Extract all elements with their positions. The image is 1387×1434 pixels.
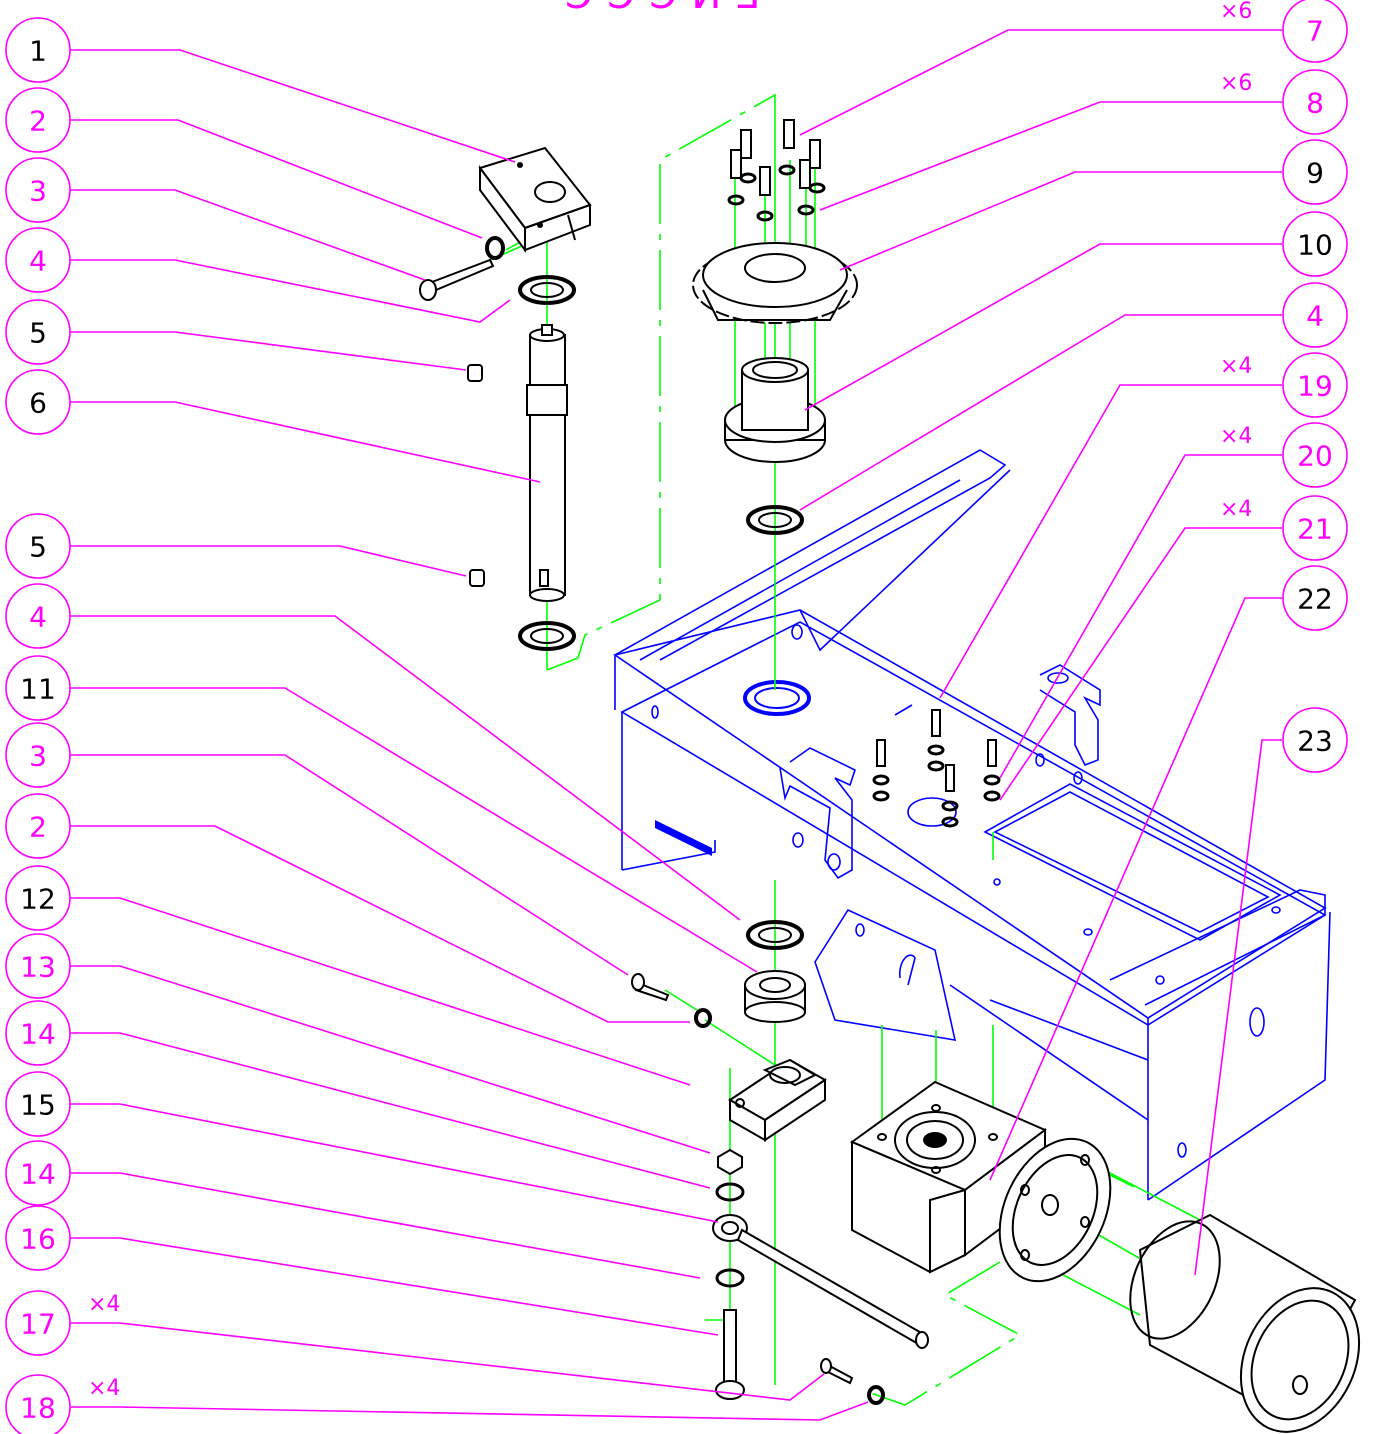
balloon-number: 21 — [1297, 513, 1333, 546]
quantity-label: ×4 — [1220, 424, 1252, 449]
balloon-number: 14 — [20, 1158, 56, 1191]
item-balloon-8: 8 ×6 — [1220, 69, 1348, 135]
balloon-number: 15 — [20, 1089, 56, 1122]
part-5-key-upper — [467, 364, 483, 382]
item-balloon-13: 13 — [5, 933, 71, 999]
item-balloon-19: 19 ×4 — [1220, 352, 1348, 418]
item-balloon-14: 14 — [5, 1140, 71, 1206]
part-7-cap-screws — [730, 119, 821, 196]
balloon-number: 4 — [29, 601, 47, 634]
part-17-screw — [820, 1358, 854, 1385]
item-balloon-5: 5 — [5, 513, 71, 579]
item-balloon-18: 18 ×4 — [5, 1374, 120, 1434]
balloon-number: 4 — [29, 245, 47, 278]
item-balloon-4: 4 — [1282, 282, 1348, 348]
part-3-screw — [419, 258, 495, 301]
balloon-number: 3 — [29, 740, 47, 773]
quantity-label: ×6 — [1220, 0, 1252, 24]
item-balloon-22: 22 — [1282, 565, 1348, 631]
part-14-washer-lower — [715, 1268, 745, 1288]
balloon-number: 11 — [20, 673, 56, 706]
balloon-number: 4 — [1306, 300, 1324, 333]
quantity-label: ×4 — [88, 1376, 120, 1401]
quantity-label: ×6 — [1220, 71, 1252, 96]
balloon-number: 23 — [1297, 725, 1333, 758]
part-4-washer-upper — [518, 275, 576, 305]
balloon-number: 6 — [29, 387, 47, 420]
balloon-number: 5 — [29, 317, 47, 350]
part-18-washer — [867, 1385, 885, 1405]
balloon-number: 13 — [20, 951, 56, 984]
item-balloon-6: 6 — [5, 369, 71, 435]
balloon-number: 16 — [20, 1223, 56, 1256]
part-19-21-fasteners — [872, 709, 1001, 828]
part-16-bolt — [715, 1309, 745, 1400]
balloon-number: 19 — [1297, 370, 1333, 403]
right-balloon-column: 7 ×6 8 ×6 9 10 4 19 ×4 20 ×4 21 ×4 22 23 — [1220, 0, 1348, 773]
balloon-number: 7 — [1306, 15, 1324, 48]
part-10-hub — [724, 357, 826, 463]
balloon-number: 9 — [1306, 157, 1324, 190]
drawing-title: ƆƆƆИƎ — [565, 0, 775, 18]
item-balloon-2: 2 — [5, 793, 71, 859]
item-balloon-7: 7 ×6 — [1220, 0, 1348, 63]
quantity-label: ×4 — [88, 1292, 120, 1317]
part-4-washer-hub — [746, 505, 804, 535]
balloon-number: 3 — [29, 175, 47, 208]
balloon-number: 14 — [20, 1018, 56, 1051]
balloon-number: 2 — [29, 105, 47, 138]
balloon-number: 22 — [1297, 583, 1333, 616]
item-balloon-10: 10 — [1282, 211, 1348, 277]
part-2-washer-lower — [694, 1008, 712, 1028]
balloon-number: 8 — [1306, 87, 1324, 120]
item-balloon-4: 4 — [5, 583, 71, 649]
part-6-shaft — [526, 324, 568, 602]
item-balloon-3: 3 — [5, 157, 71, 223]
quantity-label: ×4 — [1220, 354, 1252, 379]
part-23-motor — [1129, 1213, 1361, 1433]
part-9-sprocket — [692, 242, 858, 324]
part-8-lock-washers — [727, 164, 826, 222]
part-14-washer-upper — [715, 1182, 745, 1202]
item-balloon-23: 23 — [1282, 707, 1348, 773]
quantity-label: ×4 — [1220, 497, 1252, 522]
item-balloon-15: 15 — [5, 1071, 71, 1137]
balloon-number: 10 — [1297, 229, 1333, 262]
leader-lines — [70, 29, 1282, 1421]
part-4-washer-bottom — [746, 920, 804, 950]
part-1-upper-clamp — [478, 146, 592, 253]
part-11-bushing — [744, 970, 806, 1023]
item-balloon-4: 4 — [5, 227, 71, 293]
part-15-rod-end — [712, 1214, 929, 1349]
part-2-washer — [485, 236, 505, 260]
item-balloon-11: 11 — [5, 655, 71, 721]
item-balloon-9: 9 — [1282, 139, 1348, 205]
balloon-number: 1 — [29, 35, 47, 68]
item-balloon-16: 16 — [5, 1205, 71, 1271]
balloon-number: 20 — [1297, 440, 1333, 473]
item-balloon-5: 5 — [5, 299, 71, 365]
balloon-number: 18 — [20, 1392, 56, 1425]
main-frame — [613, 449, 1331, 1201]
item-balloon-14: 14 — [5, 1000, 71, 1066]
balloon-number: 5 — [29, 531, 47, 564]
item-balloon-3: 3 — [5, 722, 71, 788]
part-13-nut — [717, 1148, 743, 1176]
part-3-screw-lower — [631, 973, 670, 1002]
item-balloon-21: 21 ×4 — [1220, 495, 1348, 561]
part-12-lower-clamp — [728, 1058, 827, 1142]
item-balloon-12: 12 — [5, 865, 71, 931]
balloon-number: 2 — [29, 811, 47, 844]
item-balloon-17: 17 ×4 — [5, 1290, 120, 1356]
item-balloon-1: 1 — [5, 17, 71, 83]
item-balloon-20: 20 ×4 — [1220, 422, 1348, 488]
item-balloon-2: 2 — [5, 87, 71, 153]
balloon-number: 12 — [20, 883, 56, 916]
part-5-key-lower — [469, 569, 485, 587]
part-22-motor-flange — [998, 1137, 1112, 1283]
part-4-washer-lower — [518, 621, 576, 651]
balloon-number: 17 — [20, 1308, 56, 1341]
